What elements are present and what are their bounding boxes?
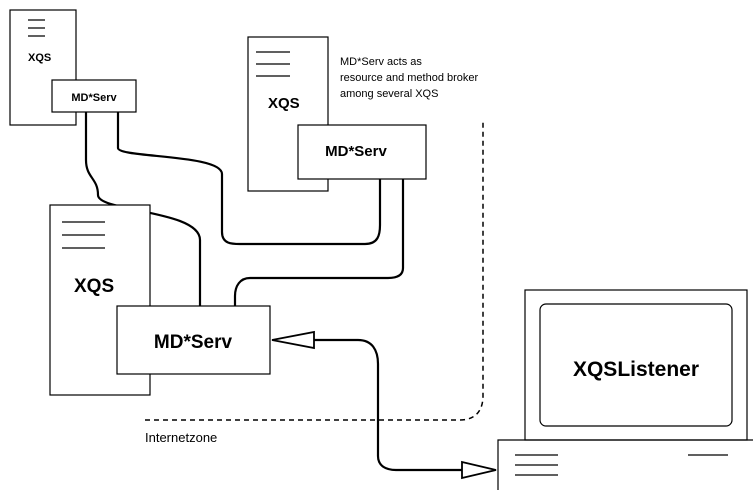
broker-annotation: MD*Serv acts as resource and method brok… xyxy=(340,56,479,100)
server-small-mdserv-box xyxy=(51,79,137,113)
server-middle: XQS MD*Serv xyxy=(247,36,427,192)
annotation-line-1: MD*Serv acts as xyxy=(340,56,422,68)
server-large-mdserv-label: MD*Serv xyxy=(154,332,233,353)
internetzone-boundary xyxy=(145,120,484,421)
server-small: XQS MD*Serv xyxy=(9,9,137,126)
cable-middle-to-large xyxy=(233,179,405,306)
client-base-unit xyxy=(497,439,753,490)
cable-small-to-middle xyxy=(116,112,382,246)
cable-small-to-large xyxy=(84,112,202,306)
client-base-drive-slots-icon xyxy=(515,454,558,476)
client-screen xyxy=(539,303,733,427)
server-middle-mdserv-box xyxy=(297,124,427,180)
arrowhead-right-icon xyxy=(461,460,497,480)
server-large-drive-slots-icon xyxy=(62,221,105,249)
internetzone-label: Internetzone xyxy=(145,430,217,445)
server-small-title: XQS xyxy=(28,52,51,64)
client-workstation: XQSListener xyxy=(497,289,753,490)
annotation-line-3: among several XQS xyxy=(340,88,438,100)
server-middle-mdserv-label: MD*Serv xyxy=(325,143,387,160)
server-large-mdserv-box xyxy=(116,305,271,375)
server-middle-title: XQS xyxy=(268,95,300,112)
arrowhead-left-icon xyxy=(271,330,315,350)
annotation-line-2: resource and method broker xyxy=(340,72,479,84)
server-small-drive-slots-icon xyxy=(28,19,45,37)
cable-large-to-client xyxy=(314,338,464,472)
server-small-mdserv-label: MD*Serv xyxy=(71,92,117,104)
server-middle-drive-slots-icon xyxy=(256,51,290,77)
client-screen-label: XQSListener xyxy=(573,358,699,381)
server-large: XQS MD*Serv xyxy=(49,204,271,396)
server-large-title: XQS xyxy=(74,276,114,297)
cables xyxy=(84,112,464,472)
